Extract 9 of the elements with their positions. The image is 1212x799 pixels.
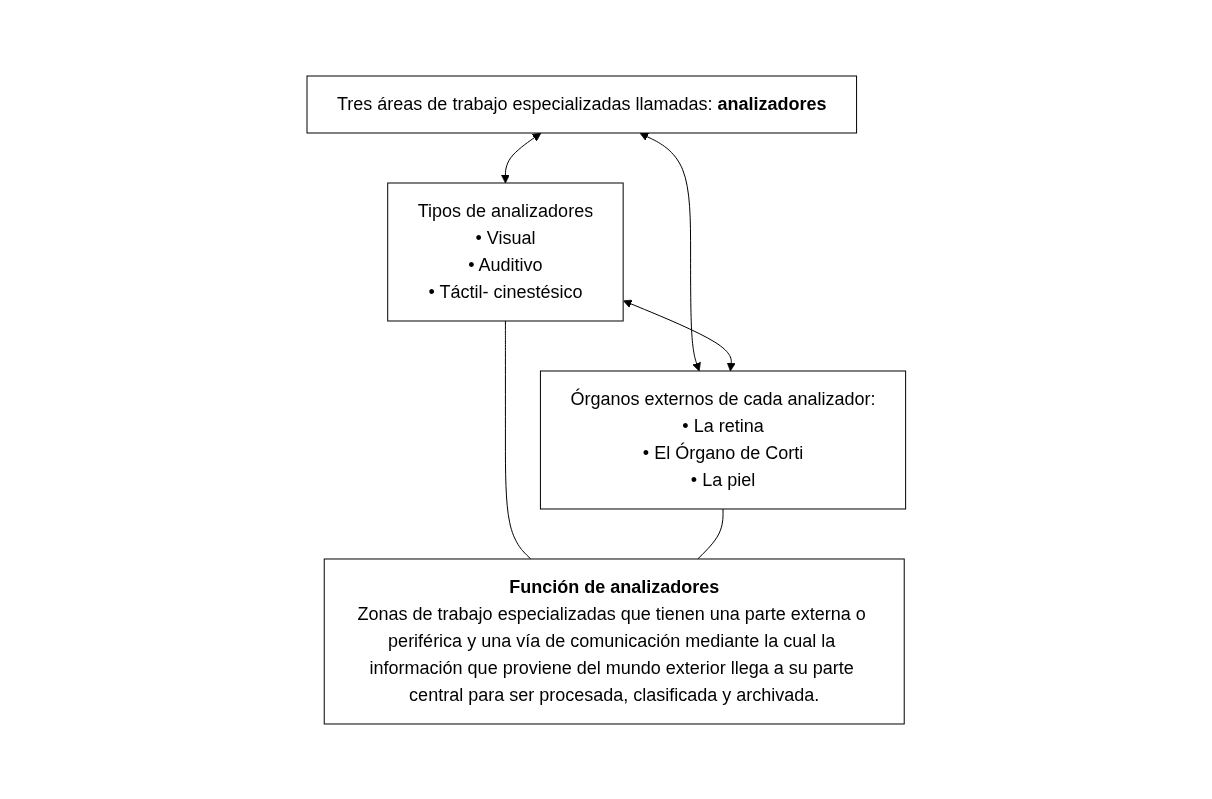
- node-box: Órganos externos de cada analizador: • La retina • El Órgano de Corti • La piel: [539, 370, 906, 509]
- arrow: [500, 132, 541, 183]
- connector: [504, 320, 531, 559]
- arrow: [622, 299, 736, 371]
- node-box: Función de analizadores Zonas de trabajo especializadas que tienen una parte externa o periférica y una vía de comunicación mediante la cual la información que proviene del mundo exterior llega a su parte central para ser procesada, clasificada y archivada.: [323, 558, 905, 724]
- node-box: Tres áreas de trabajo especializadas llamadas: analizadores: [306, 75, 857, 133]
- node-box: Tipos de analizadores • Visual • Auditivo • Táctil- cinestésico: [386, 182, 624, 321]
- connector: [696, 508, 724, 559]
- arrow: [639, 132, 701, 371]
